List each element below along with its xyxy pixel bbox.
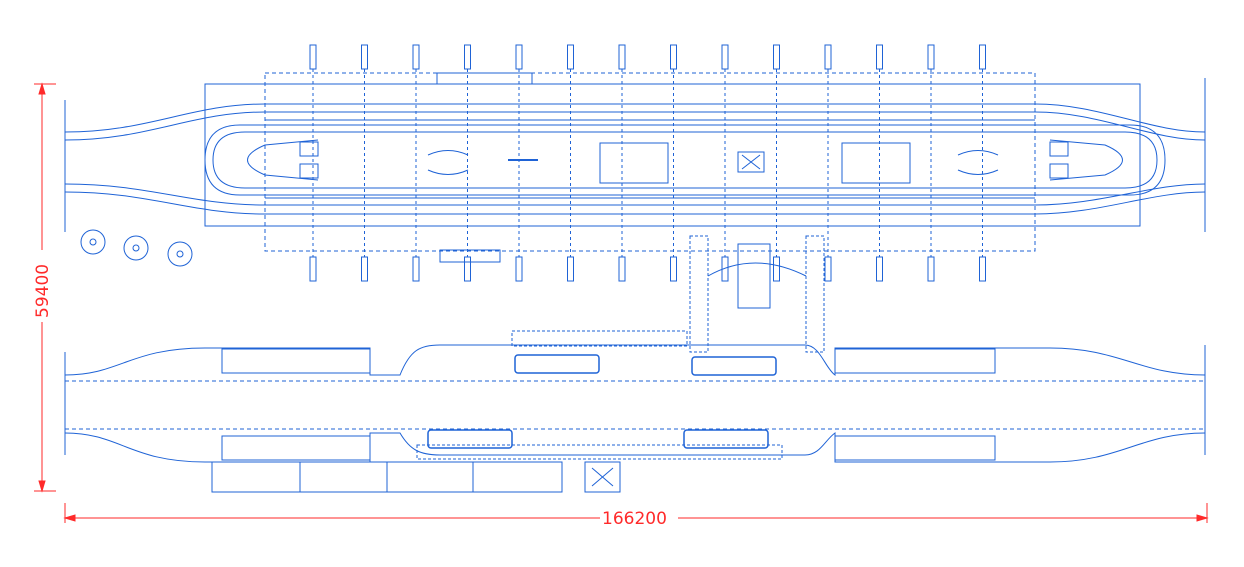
pillar: [824, 44, 832, 70]
pillar: [515, 256, 523, 282]
escalator-block: [841, 142, 911, 184]
pillar: [464, 44, 471, 70]
pillar: [464, 256, 471, 282]
platform-entry-notch: [436, 72, 533, 85]
connection-corridor: [707, 262, 807, 277]
bench-arc: [957, 150, 999, 175]
platform-end-left: [247, 139, 319, 181]
platform-end-left: [299, 141, 319, 157]
pillar: [927, 44, 935, 70]
lower-road-curb: [64, 432, 1206, 463]
exit-stair: [584, 461, 621, 493]
sidewalk-block: [221, 348, 371, 374]
island-platform: [204, 124, 1166, 196]
pillar: [670, 44, 677, 70]
connection-escalator: [805, 235, 825, 353]
pillar: [618, 44, 626, 70]
sidewalk-block: [834, 435, 996, 461]
pillar: [567, 44, 574, 70]
dimension-horizontal: [63, 503, 1209, 523]
dimension-width-label: 166200: [602, 509, 667, 529]
pillar: [979, 44, 986, 70]
lower-road-curb: [64, 344, 1206, 376]
boarding-island: [514, 354, 600, 374]
pillar: [412, 256, 420, 282]
concourse-zone: [416, 444, 783, 460]
dimension-vertical: [34, 82, 56, 493]
boarding-island: [427, 429, 513, 449]
sidewalk-block: [221, 435, 371, 461]
connection-escalator: [737, 243, 771, 309]
pillar: [309, 44, 317, 70]
pillar: [927, 256, 935, 282]
pillar: [618, 256, 626, 282]
pillar: [876, 256, 883, 282]
platform-end-right: [1049, 163, 1069, 179]
pillar: [361, 44, 368, 70]
elevator-box: [741, 154, 761, 170]
pillar: [361, 256, 368, 282]
dimension-height-label: 59400: [33, 264, 53, 318]
pillar: [824, 256, 832, 282]
exit-stair: [591, 467, 614, 487]
tree-icon: [80, 229, 193, 267]
pillar: [876, 44, 883, 70]
island-platform-inner: [212, 131, 1158, 189]
pillar: [773, 256, 780, 282]
platform-end-right: [1049, 141, 1069, 157]
pillar: [773, 44, 780, 70]
boarding-island: [691, 356, 777, 376]
connection-escalator: [689, 235, 709, 353]
boarding-island: [683, 429, 769, 449]
elevator-box: [737, 151, 765, 173]
sidewalk-block: [834, 348, 996, 374]
platform-end-right: [1049, 139, 1123, 181]
pillar: [979, 256, 986, 282]
pillar: [670, 256, 677, 282]
pillar: [412, 44, 420, 70]
pillar: [515, 44, 523, 70]
pillar: [567, 256, 574, 282]
escalator-block: [599, 142, 669, 184]
platform-outline: [264, 72, 1036, 252]
bench-arc: [427, 150, 469, 175]
concourse-zone: [511, 330, 688, 347]
platform-end-left: [299, 163, 319, 179]
upper-track-lines: [64, 103, 1206, 215]
pillar: [309, 256, 317, 282]
pillar: [721, 44, 729, 70]
